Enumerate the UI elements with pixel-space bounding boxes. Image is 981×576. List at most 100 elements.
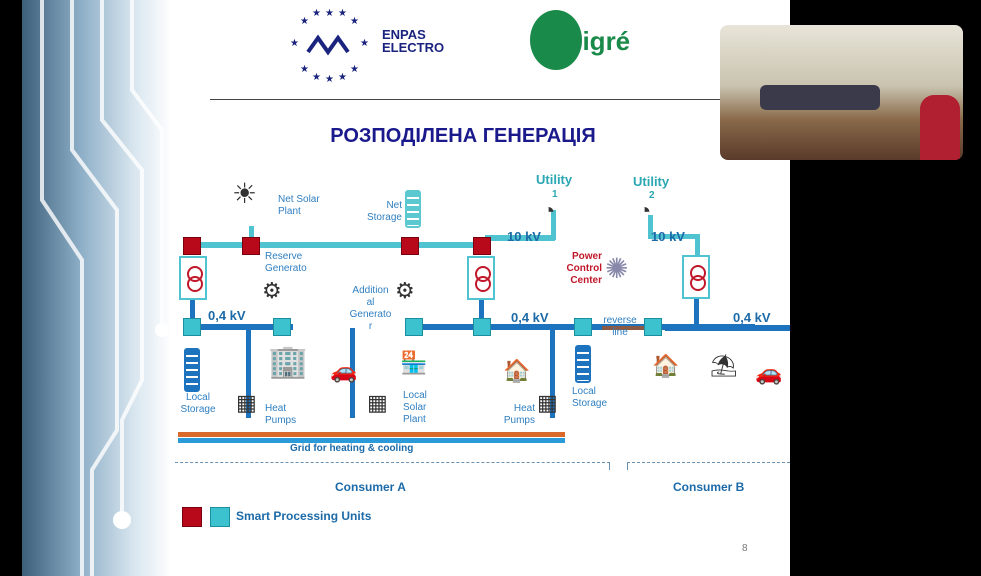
house-icon: 🏠: [652, 353, 680, 378]
utility-meter-icon: ◔: [638, 198, 652, 223]
legend-red-swatch: [182, 507, 202, 527]
utility2-label: Utility: [633, 174, 670, 189]
reverse-line-label: reverse line: [603, 315, 637, 338]
svg-text:★: ★: [300, 16, 309, 27]
bus-10kv-a: [193, 242, 485, 248]
grid-label: Grid for heating & cooling: [290, 443, 414, 454]
spu-cyan: [405, 318, 423, 336]
tr2-drop: [479, 298, 484, 328]
building-icon: 🏢: [268, 343, 308, 379]
utility2-feed: [648, 215, 653, 237]
bus-10kv-a-feed: [485, 235, 555, 241]
cigre-logo-text: cigré: [568, 26, 631, 56]
participant-figure: [920, 95, 960, 160]
slide-title: РОЗПОДІЛЕНА ГЕНЕРАЦІЯ: [330, 125, 596, 147]
spu-red: [401, 237, 419, 255]
net-storage-battery-icon: [405, 190, 421, 228]
presentation-slide: ★★★★★★★★★★★★ ENPAS ELECTRO cigré РОЗПОДІ…: [170, 0, 790, 576]
power-control-center-label: Power Control Center: [566, 251, 602, 286]
svg-text:★: ★: [312, 72, 321, 82]
transformer-icon: [179, 256, 207, 300]
heat-pump-icon: ▦: [537, 390, 558, 415]
house-icon: 🏠: [503, 358, 531, 383]
spu-red: [473, 237, 491, 255]
reserve-generator-label: Reserve Generato: [265, 251, 307, 274]
circuit-decoration-icon: [40, 0, 169, 576]
solar-panel-icon: ☀: [232, 178, 258, 209]
enpas-logo-text: ENPAS ELECTRO: [382, 27, 445, 55]
spu-cyan: [644, 318, 662, 336]
cigre-globe-icon: [530, 10, 582, 70]
local-storage-label: Local Storage: [572, 386, 608, 409]
svg-text:★: ★: [325, 74, 334, 82]
utility1-number: 1: [552, 189, 558, 200]
reverse-line-arrow: [602, 326, 644, 330]
header-divider: [210, 99, 720, 100]
heat-pumps-label: Heat Pumps: [265, 403, 297, 426]
svg-text:★: ★: [338, 72, 347, 82]
feeder: [350, 328, 355, 418]
svg-text:★: ★: [300, 64, 309, 75]
electric-car-icon: 🚗: [330, 358, 358, 383]
control-center-icon: ✺: [605, 253, 629, 284]
utility1-feed: [551, 210, 556, 240]
10kv-label: 10 kV: [507, 229, 541, 244]
additional-generator-label: Addition al Generato r: [349, 285, 392, 332]
heat-pumps-label: Heat Pumps: [503, 403, 535, 426]
solar-umbrella-icon: ⛱: [710, 353, 738, 378]
heating-line: [178, 432, 565, 437]
utility-meter-icon: ◔: [542, 198, 556, 223]
svg-text:★: ★: [338, 8, 347, 19]
consumer-b-label: Consumer B: [673, 480, 745, 494]
bus-04kv-a1: [193, 324, 293, 330]
10kv-label: 10 kV: [651, 229, 685, 244]
cooling-line: [178, 438, 565, 443]
consumer-a-bracket: [175, 462, 610, 470]
net-solar-label: Net Solar Plant: [278, 194, 320, 217]
legend-label: Smart Processing Units: [236, 509, 372, 523]
svg-text:★: ★: [312, 8, 321, 19]
heat-pump-icon: ▦: [367, 390, 388, 415]
enpas-logo: ★★★★★★★★★★★★: [288, 6, 370, 85]
spu-cyan: [473, 318, 491, 336]
svg-text:★: ★: [290, 38, 299, 49]
feeder: [550, 328, 555, 418]
bus-10kv-b-drop: [695, 234, 700, 256]
participant-video-tile[interactable]: [720, 25, 963, 160]
participants-figure: [760, 85, 880, 110]
transformer-icon: [682, 255, 710, 299]
solar-shop-icon: 🏪: [400, 350, 428, 375]
spu-red: [183, 237, 201, 255]
generator-icon: ⚙: [262, 278, 282, 303]
legend-cyan-swatch: [210, 507, 230, 527]
slide-background-circuit-panel: [22, 0, 172, 576]
tr3-drop: [694, 298, 699, 328]
spu-cyan: [273, 318, 291, 336]
04kv-label: 0,4 kV: [733, 310, 771, 325]
04kv-label: 0,4 kV: [511, 310, 549, 325]
local-solar-label: Local Solar Plant: [403, 390, 427, 425]
solar-feed: [249, 226, 254, 244]
svg-text:★: ★: [325, 8, 334, 19]
heat-pump-icon: ▦: [236, 390, 257, 415]
electric-car-icon: 🚗: [755, 360, 783, 385]
svg-text:★: ★: [360, 38, 369, 49]
tr1-drop: [190, 298, 195, 328]
spu-cyan: [574, 318, 592, 336]
utility2-number: 2: [649, 190, 655, 201]
spu-cyan: [183, 318, 201, 336]
generator-icon: ⚙: [395, 278, 415, 303]
04kv-label: 0,4 kV: [208, 308, 246, 323]
page-number: 8: [742, 543, 748, 554]
consumer-a-label: Consumer A: [335, 480, 406, 494]
net-storage-label: Net Storage: [366, 200, 402, 223]
bus-04kv-b: [665, 325, 790, 331]
local-storage-battery-icon: [575, 345, 591, 383]
bus-10kv-b: [648, 234, 698, 239]
utility1-label: Utility: [536, 172, 573, 187]
local-storage-label: Local Storage: [180, 392, 216, 415]
svg-text:★: ★: [350, 16, 359, 27]
spu-red: [242, 237, 260, 255]
local-storage-battery-icon: [184, 348, 200, 392]
transformer-icon: [467, 256, 495, 300]
